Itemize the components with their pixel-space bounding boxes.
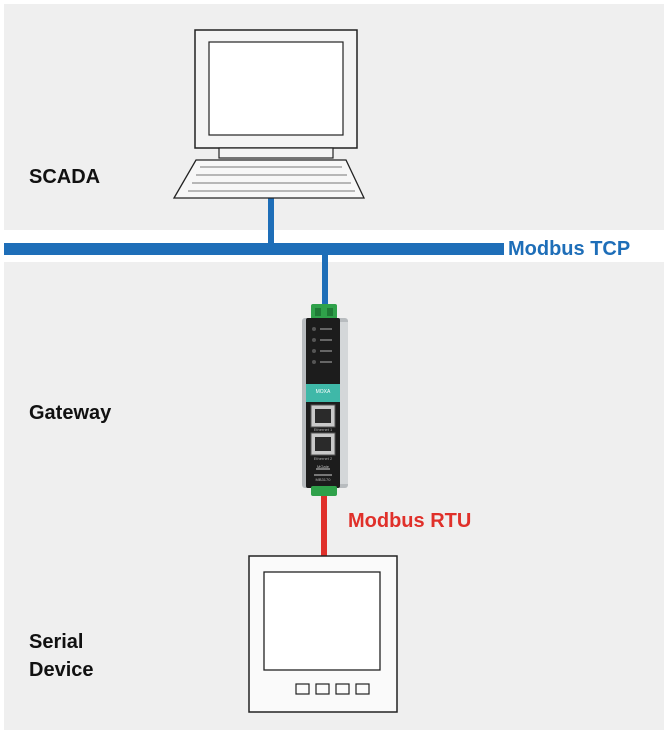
serial-device-label-line2: Device	[29, 659, 94, 681]
modbus-tcp-bus	[4, 243, 504, 255]
gateway-label: Gateway	[29, 402, 112, 424]
gateway-model-line1: MGate	[316, 464, 329, 469]
gateway-port2-label: Ethernet 2	[313, 456, 333, 461]
gateway-port1-label: Ethernet 1	[313, 427, 333, 432]
modbus-tcp-label: Modbus TCP	[508, 238, 631, 260]
pc-uplink-line	[268, 196, 274, 246]
gateway-brand-label: MOXA	[315, 389, 331, 395]
gateway-device-icon	[302, 304, 348, 496]
gateway-model-line2: MB3170	[315, 477, 331, 482]
gateway-uplink-line	[322, 252, 328, 308]
serial-device-label-line1: Serial	[29, 631, 84, 653]
modbus-rtu-line	[321, 496, 327, 556]
modbus-rtu-label: Modbus RTU	[348, 510, 472, 532]
serial-device-icon	[248, 555, 398, 713]
computer-icon	[172, 29, 366, 199]
scada-label: SCADA	[29, 166, 101, 188]
